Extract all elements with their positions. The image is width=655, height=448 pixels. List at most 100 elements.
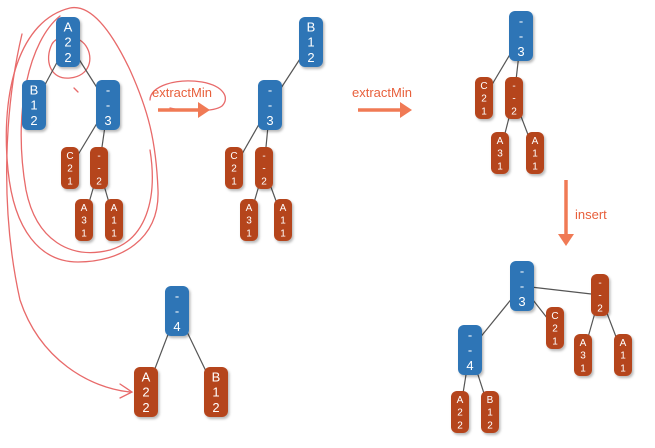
node-line: C (480, 81, 487, 92)
annotation-tail-to-t4 (6, 33, 131, 393)
annotation-circle-inner (20, 15, 153, 254)
node-line: 3 (497, 149, 503, 160)
node-box (258, 80, 282, 130)
node-box (526, 132, 544, 174)
annotation-tick-mark (73, 87, 79, 93)
node-box (509, 11, 533, 61)
node-line: 1 (532, 161, 538, 172)
node-line: 1 (532, 149, 538, 160)
arrow-extractmin-1 (158, 102, 210, 118)
node-line: 2 (552, 324, 558, 335)
node-box (96, 80, 120, 130)
node-line: 1 (280, 228, 286, 239)
node-box (451, 391, 469, 433)
annotation-circle-outer (5, 6, 159, 263)
node-line: - (262, 164, 265, 175)
node-box (510, 261, 534, 311)
node-t1-a31: A31 (75, 199, 93, 241)
node-line: 2 (231, 164, 237, 175)
node-line: A (497, 136, 504, 147)
node-line: B (212, 370, 221, 385)
node-box (240, 199, 258, 241)
node-line: 1 (481, 106, 487, 117)
node-box (491, 132, 509, 174)
node-line: 1 (67, 176, 73, 187)
annotation-tail-arrowhead (119, 383, 134, 399)
node-line: A (142, 370, 151, 385)
node-line: - (468, 328, 472, 343)
node-line: - (519, 29, 523, 44)
node-line: - (97, 164, 100, 175)
node-line: - (175, 289, 179, 304)
node-t5-dash3: --3 (510, 261, 534, 311)
node-t2-b: B12 (299, 17, 323, 67)
node-line: B (487, 395, 494, 406)
node-box (165, 286, 189, 336)
node-line: 1 (307, 35, 314, 50)
node-line: A (532, 136, 539, 147)
node-line: 1 (231, 176, 237, 187)
node-line: 2 (511, 106, 517, 117)
node-t2-dash2: --2 (255, 147, 273, 189)
node-box (56, 17, 80, 67)
node-line: B (307, 20, 316, 35)
node-line: A (64, 20, 73, 35)
node-line: 2 (457, 420, 463, 431)
node-line: 2 (457, 408, 463, 419)
node-line: 2 (30, 113, 37, 128)
node-line: 4 (173, 319, 180, 334)
insert-label: insert (575, 207, 607, 222)
node-box (90, 147, 108, 189)
hand-drawn-annotations (5, 6, 226, 399)
node-box (546, 307, 564, 349)
node-line: 3 (517, 44, 524, 59)
node-line: 4 (466, 358, 473, 373)
node-line: A (620, 338, 627, 349)
node-line: C (551, 311, 558, 322)
node-t1-dash3: --3 (96, 80, 120, 130)
node-line: - (175, 304, 179, 319)
node-t1-b: B12 (22, 80, 46, 130)
node-line: - (512, 81, 515, 92)
node-box (299, 17, 323, 67)
node-line: 1 (552, 336, 558, 347)
node-t2-a11: A11 (274, 199, 292, 241)
node-t2-a31: A31 (240, 199, 258, 241)
node-t5-dash4: --4 (458, 325, 482, 375)
node-box (105, 199, 123, 241)
node-line: 3 (580, 351, 586, 362)
node-t3-a11: A 11 (526, 132, 544, 174)
arrow-extractmin-2 (358, 102, 412, 118)
node-line: 1 (620, 363, 626, 374)
node-line: 3 (246, 216, 252, 227)
node-line: 1 (620, 351, 626, 362)
node-t3-c21: C 21 (475, 77, 493, 119)
node-line: 2 (142, 400, 149, 415)
node-line: 2 (261, 176, 267, 187)
node-t3-dash3: --3 (509, 11, 533, 61)
node-line: - (598, 278, 601, 289)
node-line: A (81, 203, 88, 214)
node-t1-dash2: --2 (90, 147, 108, 189)
extractmin-label-1: extractMin (152, 85, 212, 100)
node-t5-c21: C 21 (546, 307, 564, 349)
node-box (134, 367, 158, 417)
node-line: 1 (111, 228, 117, 239)
node-line: - (268, 83, 272, 98)
node-line: 1 (30, 98, 37, 113)
node-t2-dash3: --3 (258, 80, 282, 130)
node-box (225, 147, 243, 189)
node-t1-root: A22 (56, 17, 80, 67)
node-t5-a31: A31 (574, 334, 592, 376)
node-t5-dash2: --2 (591, 274, 609, 316)
node-line: A (246, 203, 253, 214)
node-t4-b12: B12 (204, 367, 228, 417)
node-line: 1 (580, 363, 586, 374)
node-t5-a22: A22 (451, 391, 469, 433)
node-line: 2 (481, 94, 487, 105)
operation-arrows (158, 102, 574, 246)
node-line: 3 (104, 113, 111, 128)
node-line: - (106, 83, 110, 98)
